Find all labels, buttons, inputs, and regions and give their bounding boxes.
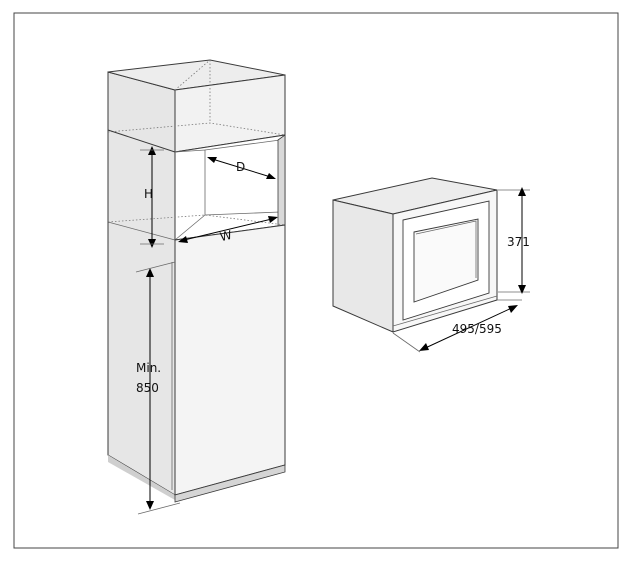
min-height-arrow-bottom [146, 501, 154, 510]
depth-label: D [236, 160, 245, 174]
outer-border [14, 13, 618, 548]
cabinet-left-side [108, 72, 175, 495]
appliance-width-label: 495/595 [452, 322, 502, 336]
height-label: H [144, 187, 153, 201]
appliance-width-arrow-start [419, 343, 429, 351]
appliance-height-arrow-top [518, 187, 526, 196]
min-label-line1: Min. [136, 361, 161, 375]
appliance-height-label: 371 [507, 235, 530, 249]
dimension-appliance-height: 371 [498, 187, 530, 294]
tall-cabinet [108, 60, 285, 502]
min-label-line2: 850 [136, 381, 159, 395]
appliance-height-arrow-bottom [518, 285, 526, 294]
cabinet-lower-door [175, 225, 285, 495]
appliance-width-arrow-end [508, 305, 518, 313]
appliance-side [333, 200, 393, 332]
min-height-extension-bottom [138, 503, 180, 514]
niche-right-side [278, 135, 285, 230]
appliance-width-extension-left [393, 333, 420, 352]
microwave-appliance [333, 178, 497, 332]
